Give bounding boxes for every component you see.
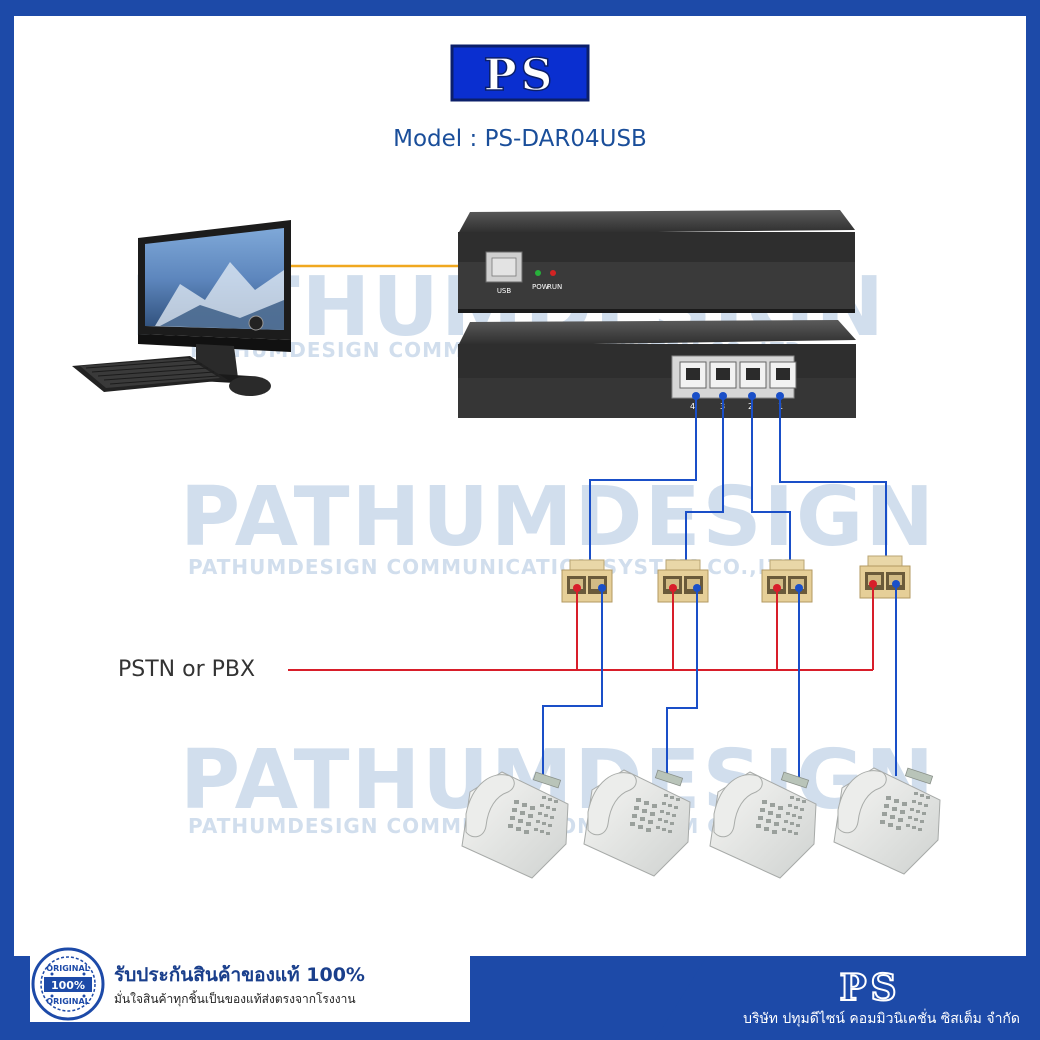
line-splitter-4 [859,555,911,599]
desktop-computer [72,220,291,396]
keyboard [72,356,228,392]
pstn-label: PSTN or PBX [118,657,255,682]
rj11-port-3 [709,361,737,389]
pow-led-icon [535,270,541,276]
splitter-connector-dots [598,580,900,592]
splitter-to-phone-lines [542,584,897,778]
mouse [229,376,271,396]
logo-text: PS [484,50,557,101]
rj11-port-1 [769,361,797,389]
pow-label: POW [532,283,549,291]
rj11-port-4 [679,361,707,389]
rj11-port-2 [739,361,767,389]
badge-center-text: 100% [51,979,85,992]
pstn-lines [288,584,874,671]
footer-logo: PS [838,966,900,1010]
usb-recorder-front: 4 3 2 1 [458,320,856,418]
run-label: RUN [547,283,562,291]
usb-label: USB [497,287,512,295]
footer-logo-text: PS [839,967,900,1009]
warranty-title: รับประกันสินค้าของแท้ 100% [114,964,365,986]
run-led-icon [550,270,556,276]
company-name: บริษัท ปทุมดีไซน์ คอมมิวนิเคชั่น ซิสเต็ม… [743,1011,1020,1027]
usb-recorder-rear: USB POW RUN [458,210,855,313]
company-footer: PS บริษัท ปทุมดีไซน์ คอมมิวนิเคชั่น ซิสเ… [655,956,1040,1040]
port-number: 4 [690,402,695,411]
original-badge-icon: 100% ORIGINAL ORIGINAL [31,947,105,1021]
device-to-splitter-lines [589,396,887,560]
badge-top-text: ORIGINAL [46,964,89,973]
dell-logo-icon [248,315,264,331]
pstn-connector-dots [573,580,877,592]
watermark-middle: PATHUMDESIGN PATHUMDESIGN COMMUNICATION … [180,470,936,579]
line-splitter-1 [561,559,613,603]
footer-shape [655,956,1040,1040]
watermark-brand: PATHUMDESIGN [180,470,936,565]
port-number: 2 [748,402,753,411]
port-connector-dots [692,392,784,400]
line-splitter-3 [761,559,813,603]
warranty-section: 100% ORIGINAL ORIGINAL รับประกันสินค้าขอ… [30,947,470,1022]
warranty-subtitle: มั่นใจสินค้าทุกชิ้นเป็นของแท้ส่งตรงจากโร… [114,992,356,1006]
watermark-tagline: PATHUMDESIGN COMMUNICATION SYSTEM CO.,LT… [188,555,800,579]
line-splitter-2 [657,559,709,603]
brand-logo: PS [450,44,590,102]
model-label: Model : PS-DAR04USB [393,126,647,152]
badge-bottom-text: ORIGINAL [46,997,89,1006]
